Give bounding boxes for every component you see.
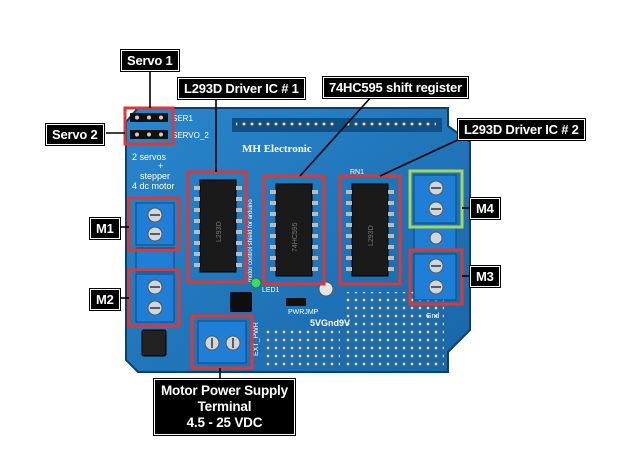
chip-marking: 74HC595	[292, 222, 299, 252]
brand-label: MH Electronic	[242, 143, 312, 155]
board-note: +	[158, 161, 163, 171]
led-green	[250, 277, 262, 289]
m4-callout: M4	[470, 198, 500, 219]
chip-marking: L293D	[216, 221, 223, 242]
m1-callout: M1	[90, 218, 120, 239]
leader-shift	[299, 95, 373, 177]
l293d-chip-2: L293D	[346, 183, 394, 277]
black-capacitor	[230, 292, 252, 312]
highlight-ic2	[338, 174, 402, 286]
highlight-m4	[408, 169, 464, 229]
power-callout-line: Motor Power Supply	[161, 383, 288, 398]
highlight-ic1	[186, 170, 248, 284]
leader-ic2	[379, 137, 463, 177]
ic1-callout: L293D Driver IC # 1	[178, 78, 305, 99]
gnd-label: Gnd	[426, 313, 439, 320]
ic2-callout: L293D Driver IC # 2	[458, 119, 585, 140]
servo2-label: SERVO_2	[172, 131, 209, 140]
motor-shield-text: motor control shield for arduino	[248, 199, 254, 282]
highlight-shift-register	[262, 174, 326, 286]
power-supply-callout: Motor Power Supply Terminal 4.5 - 25 VDC	[154, 379, 295, 435]
ser1-label: SER1	[172, 114, 193, 123]
m2-callout: M2	[90, 289, 120, 310]
servo-header	[130, 113, 168, 139]
terminal-m1	[135, 202, 175, 246]
l293d-chip-1: L293D	[194, 179, 242, 273]
highlight-m3	[408, 248, 464, 306]
board-note: 2 servos	[132, 152, 167, 162]
terminal-m4	[413, 174, 457, 224]
bottom-pin-field	[262, 326, 340, 366]
m3-callout: M3	[470, 266, 500, 287]
power-callout-line: 4.5 - 25 VDC	[186, 415, 263, 430]
top-header-pins	[232, 118, 442, 132]
ext-pwr-label: EXT_PWR	[253, 322, 260, 356]
board-notes: 2 servos + stepper 4 dc motor	[132, 152, 175, 191]
rn1-label: RN1	[350, 169, 364, 176]
terminal-power	[197, 320, 247, 364]
servo2-callout: Servo 2	[46, 124, 104, 145]
reset-button	[141, 329, 167, 357]
shift-register-callout: 74HC595 shift register	[323, 77, 468, 98]
highlight-servo-header	[123, 106, 175, 146]
chip-marking: L293D	[368, 225, 375, 246]
shift-register-chip: 74HC595	[270, 183, 318, 277]
highlight-m1	[127, 196, 181, 252]
terminal-middle-left	[135, 247, 175, 273]
terminal-m3	[413, 253, 457, 301]
led1-label: LED1	[262, 287, 280, 294]
pwrjmp-label: PWRJMP	[288, 309, 319, 316]
board-note: 4 dc motor	[132, 181, 175, 191]
servo1-callout: Servo 1	[121, 50, 179, 71]
board-note: stepper	[140, 171, 170, 181]
terminal-m2	[135, 273, 175, 323]
power-text: 5VGnd9V	[310, 318, 350, 328]
power-callout-line: Terminal	[197, 399, 252, 414]
pwr-jumper	[286, 298, 306, 306]
highlight-power	[190, 314, 254, 370]
